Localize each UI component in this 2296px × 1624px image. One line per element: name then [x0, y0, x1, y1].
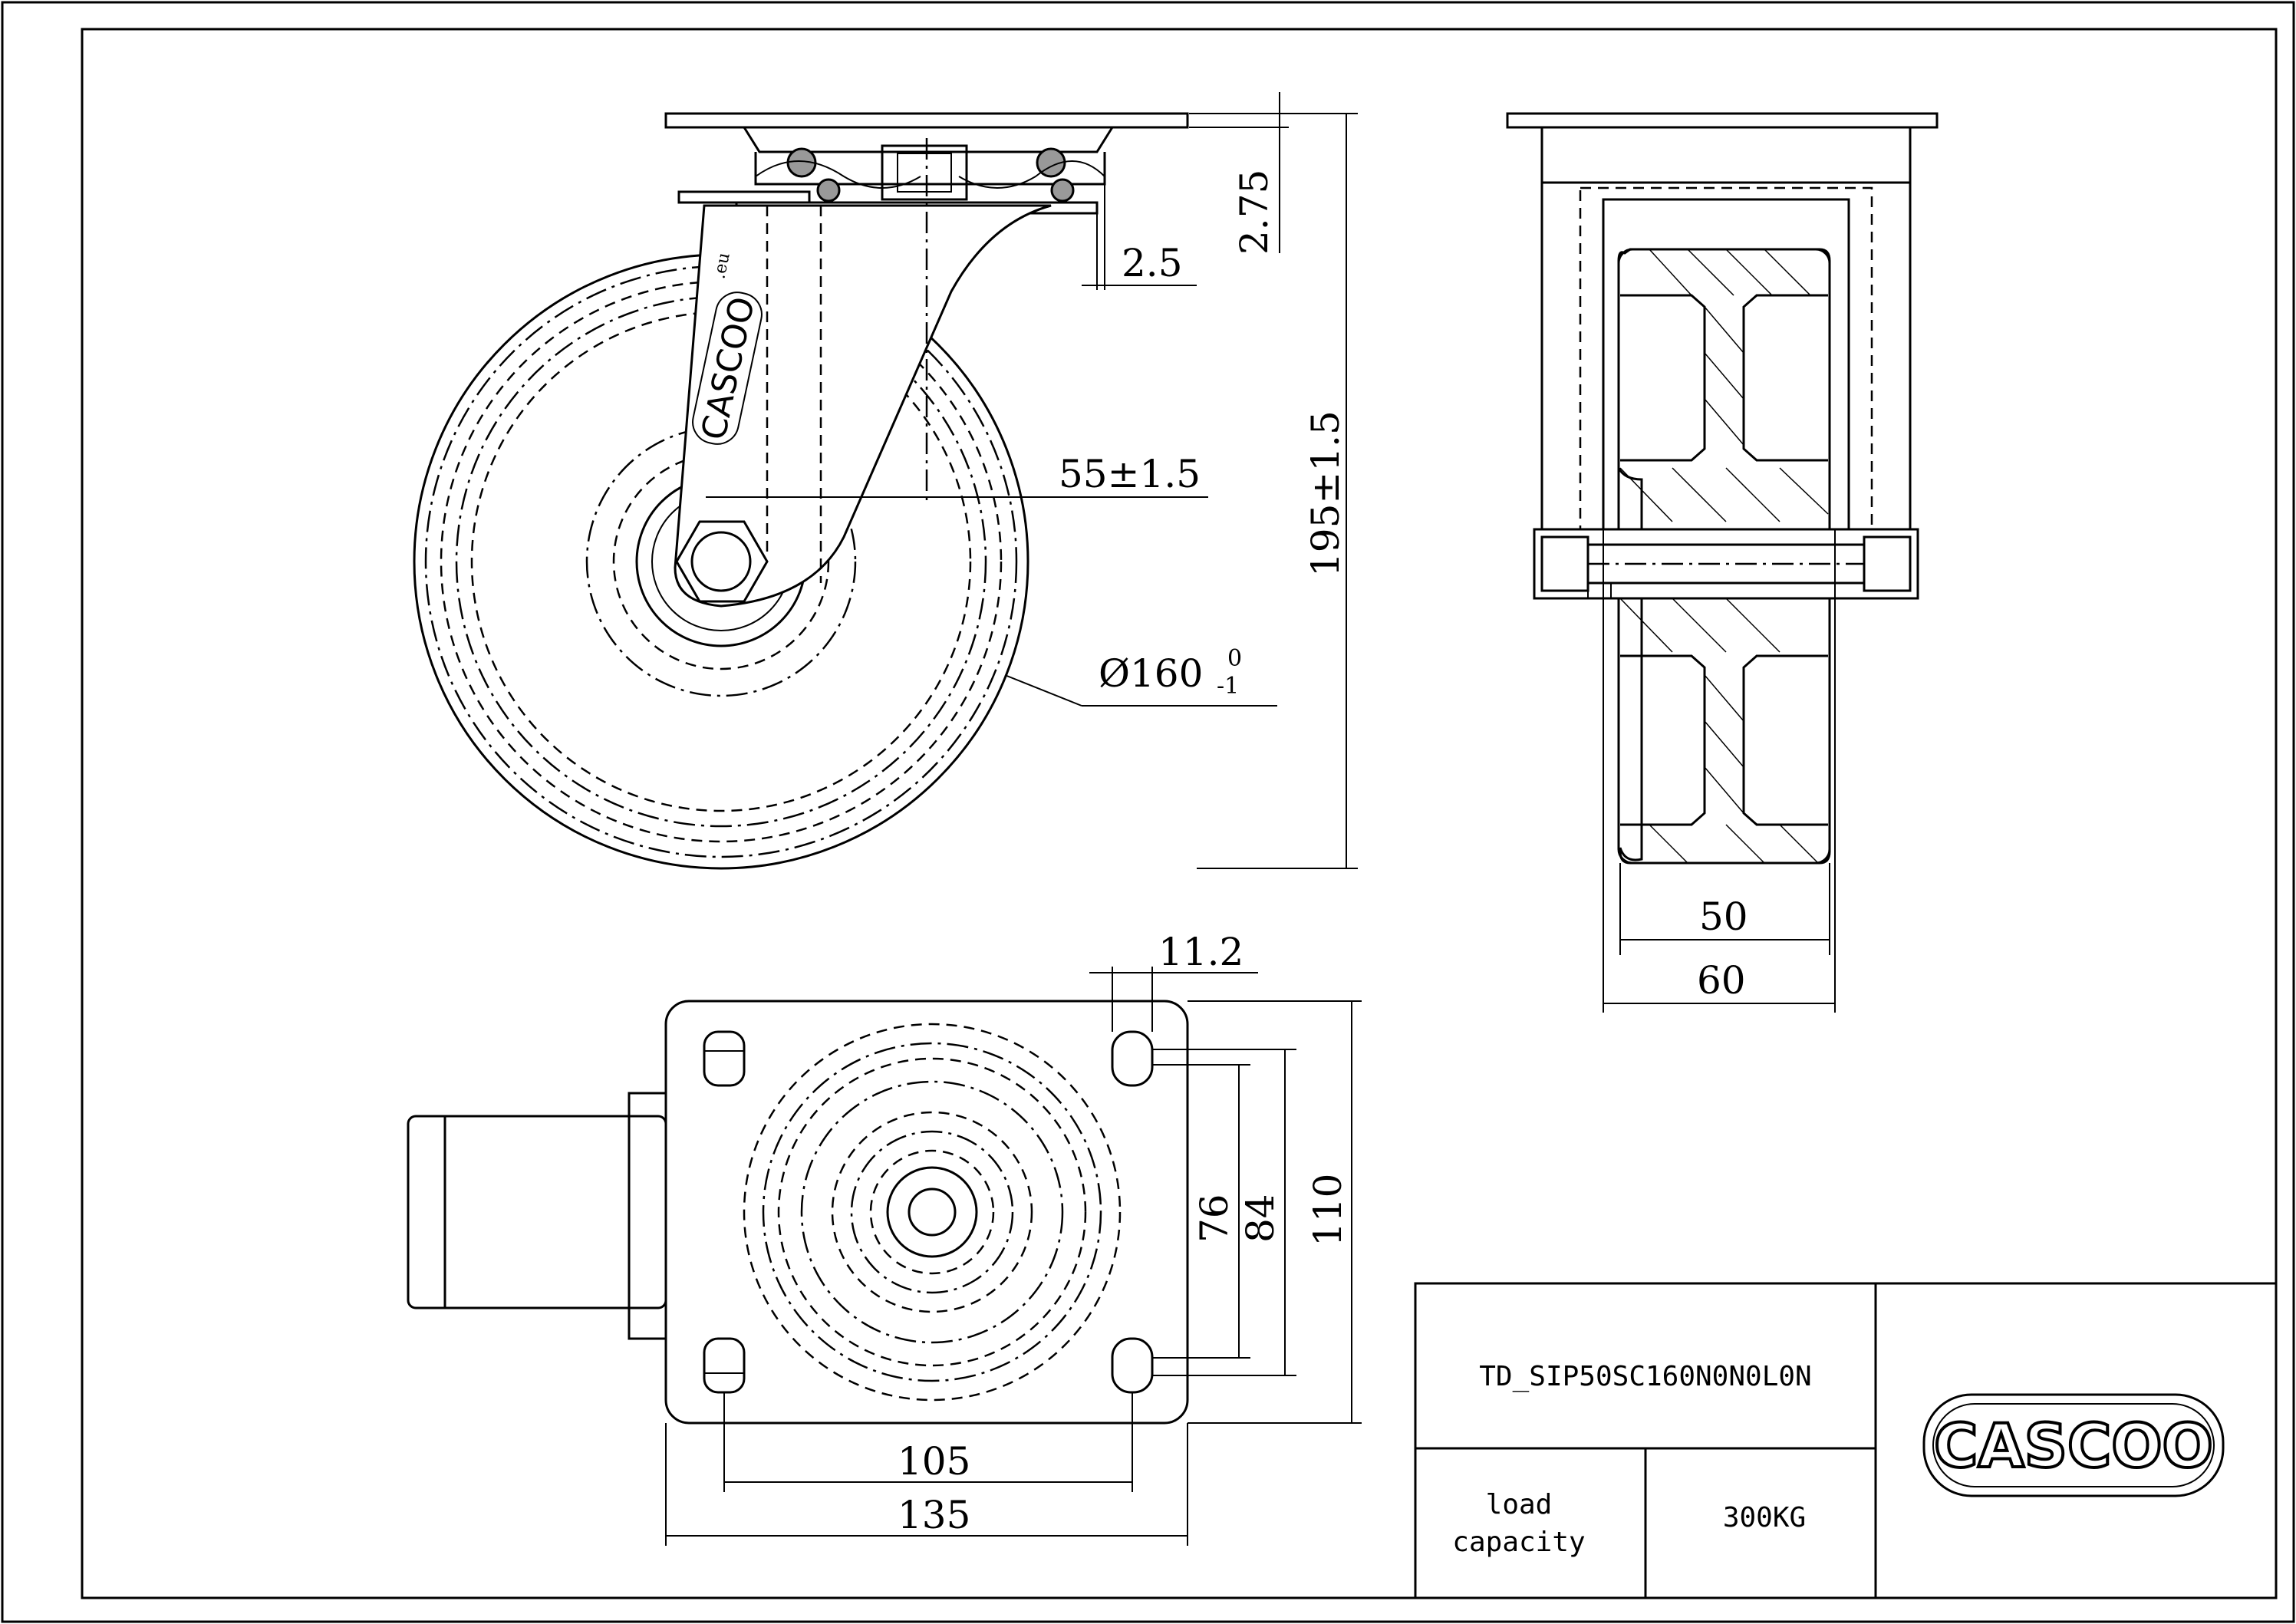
dim-wheel-width: 50 — [1699, 894, 1748, 939]
wheel-hatching — [1619, 249, 1829, 864]
top-ring — [762, 1042, 1102, 1382]
dim-overall-height: 195±1.5 — [1303, 410, 1348, 577]
dim-wheel-tol-upper: 0 — [1227, 645, 1242, 672]
axle-bolt — [690, 531, 752, 592]
brake-plate — [677, 190, 811, 204]
bolt-hole — [703, 1337, 746, 1394]
sheet-inner-border — [81, 28, 2278, 1599]
bolt-slot — [1111, 1337, 1154, 1394]
front-view — [1506, 112, 1939, 865]
kingpin-hole — [908, 1188, 957, 1237]
kingpin-housing — [881, 144, 968, 201]
dim-slot-offset: 11.2 — [1158, 930, 1244, 974]
dim-fork-width: 60 — [1697, 958, 1746, 1003]
wheel-hub-recess-right — [1742, 654, 1828, 826]
front-fork-hidden — [1579, 186, 1873, 531]
top-ring — [777, 1057, 1087, 1367]
top-ring — [831, 1111, 1033, 1313]
dim-wheel-tol-lower: -1 — [1217, 673, 1239, 700]
front-top-plate — [1506, 112, 1939, 129]
dim-plate-length: 135 — [898, 1493, 970, 1537]
raceway-curve — [755, 160, 921, 189]
dim-plate-offset: 2.75 — [1232, 170, 1276, 255]
bearing-ball — [1050, 178, 1075, 203]
wheel-tread-line — [440, 280, 1003, 843]
front-plate-body — [1540, 127, 1912, 184]
top-plate — [664, 112, 1189, 129]
wheel-hub-recess-left — [1620, 654, 1706, 826]
plate-dome — [743, 127, 1114, 153]
load-value: 300KG — [1723, 1502, 1806, 1533]
top-ring — [869, 1149, 995, 1275]
dim-swivel-offset: 55±1.5 — [1059, 452, 1201, 496]
dim-wheel-diameter: Ø160 — [1099, 651, 1203, 696]
title-block-frame — [1414, 1282, 2278, 1599]
brand-logo: CASCOO — [1922, 1393, 2225, 1497]
wheel-hub-recess-left — [1620, 294, 1706, 462]
side-view: CASCOO .eu — [413, 112, 1208, 870]
dim-plate-gap: 2.5 — [1122, 241, 1183, 285]
dim-hole-spacing-a: 76 — [1192, 1194, 1237, 1243]
brake-lever — [407, 1115, 667, 1309]
front-fork — [1540, 183, 1912, 539]
wheel-hub-recess-right — [1742, 294, 1828, 462]
front-axle-washer — [1863, 535, 1912, 592]
fork-leg — [674, 204, 1052, 608]
part-number: TD_SIP50SC160N0N0L0N — [1479, 1361, 1811, 1392]
bolt-slot — [1111, 1030, 1154, 1087]
wheel-tread-line — [455, 295, 987, 828]
top-ring — [850, 1130, 1014, 1294]
top-ring — [743, 1023, 1122, 1402]
kingpin-top — [886, 1166, 978, 1258]
kingpin — [897, 153, 952, 193]
bolt-hole — [703, 1030, 746, 1087]
bearing-ball — [816, 178, 841, 203]
front-view-dimensions: 50 60 — [1603, 529, 1836, 1013]
load-label-line2: capacity — [1452, 1527, 1585, 1558]
top-ring — [800, 1080, 1064, 1344]
brake-bracket — [628, 1092, 667, 1340]
bearing-raceway — [754, 152, 1106, 186]
dim-hole-spacing-long: 105 — [898, 1439, 970, 1484]
raceway-curve — [958, 160, 1105, 189]
dim-plate-width: 110 — [1306, 1174, 1350, 1247]
brand-logo-text: CASCOO — [1934, 1412, 2213, 1481]
title-block: TD_SIP50SC160N0N0L0N load capacity 300KG… — [1414, 1282, 2278, 1599]
load-label-line1: load — [1486, 1489, 1553, 1520]
top-view-dimensions: 11.2 76 84 110 105 135 — [665, 930, 1362, 1546]
dim-hole-spacing-b: 84 — [1238, 1194, 1283, 1243]
top-view — [407, 1000, 1189, 1425]
side-view-dimensions: 2.75 2.5 195±1.5 55±1.5 Ø160 0 -1 — [1004, 92, 1358, 869]
